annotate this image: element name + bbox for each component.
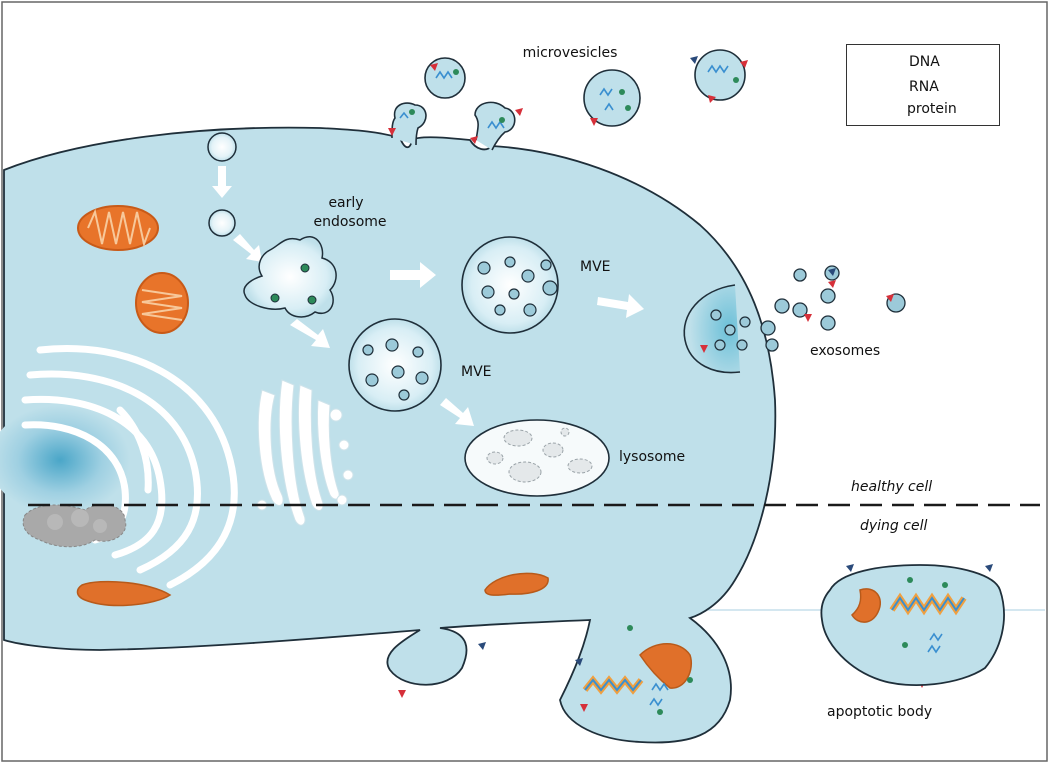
legend-protein-label: protein [907,100,957,118]
label-healthy-cell: healthy cell [851,479,932,495]
legend: DNA RNA protein [846,44,1000,126]
endocytic-vesicle-2 [209,210,235,236]
label-mve-upper: MVE [580,259,611,275]
label-endosome: endosome [313,214,386,230]
mve-lower [349,319,441,411]
label-apoptotic-body: apoptotic body [827,704,932,720]
endocytic-vesicle-1 [208,133,236,161]
label-microvesicles: microvesicles [523,45,618,61]
label-lysosome: lysosome [619,449,685,465]
microvesicle-2 [584,70,640,126]
label-mve-lower: MVE [461,364,492,380]
label-dying-cell: dying cell [860,518,927,534]
legend-dna-label: DNA [909,53,940,71]
label-early: early [328,195,363,211]
microvesicle-3 [695,50,745,100]
label-exosomes: exosomes [810,343,880,359]
legend-rna-label: RNA [909,78,939,96]
mitochondrion-2 [136,273,188,333]
microvesicle-1 [425,58,465,98]
mitochondrion-1 [78,206,158,250]
